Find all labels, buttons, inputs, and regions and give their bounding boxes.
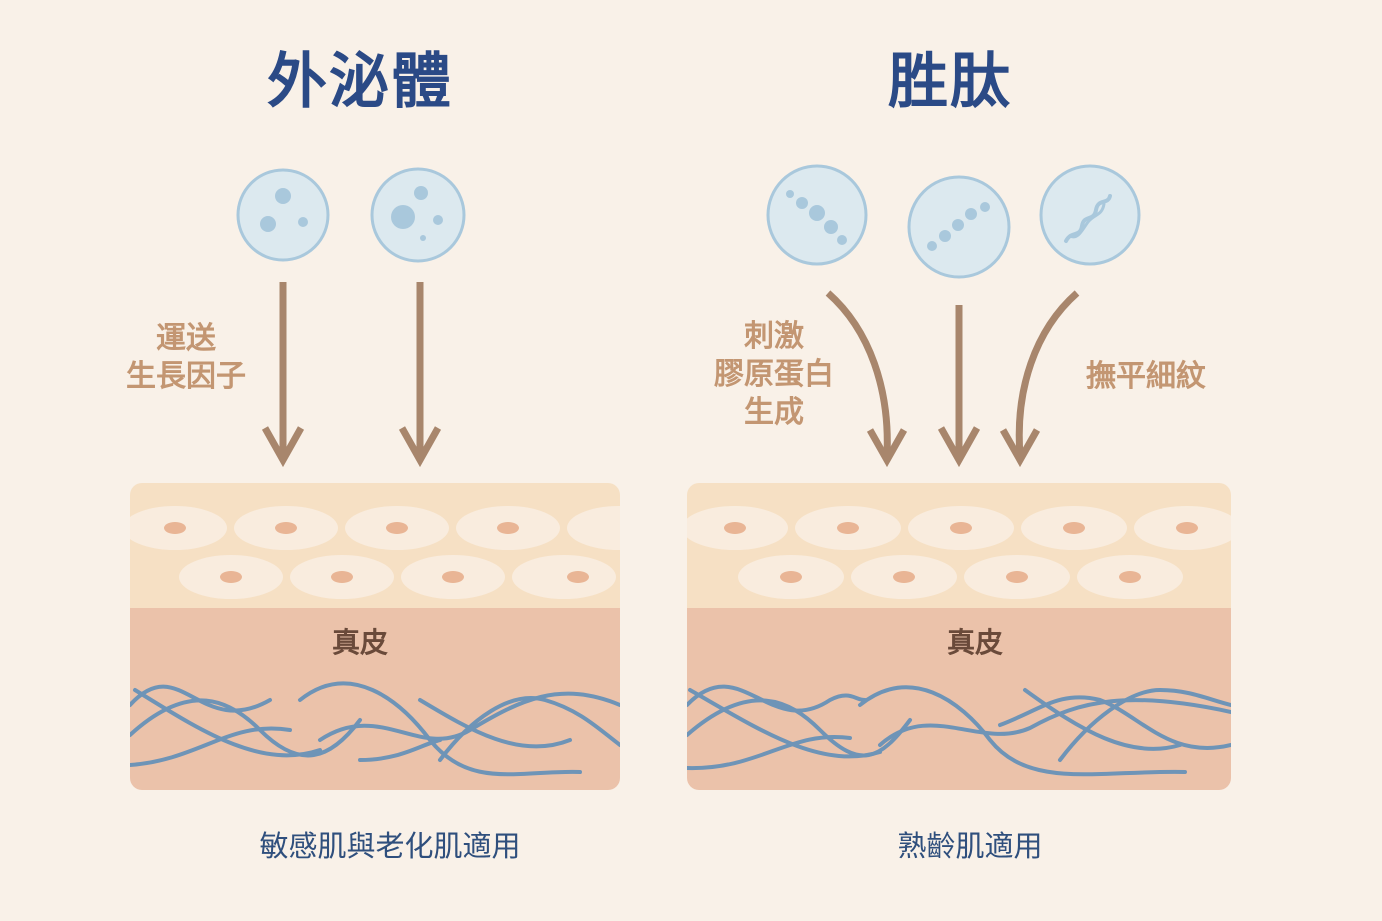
collagen-fiber-icon [687, 684, 1231, 777]
label-stimulate-collagen: 刺激 膠原蛋白 生成 [706, 318, 842, 432]
dermis-label: 真皮 [946, 626, 1003, 659]
caption-peptide: 熟齡肌適用 [897, 829, 1043, 863]
exosome-sphere-icon [236, 168, 330, 262]
down-arrow-icon [261, 282, 305, 468]
collagen-fiber-icon [130, 681, 620, 777]
label-line: 運送 [156, 321, 216, 356]
panel-title-exosome: 外泌體 [267, 47, 453, 117]
skin-cross-section-icon [130, 483, 620, 790]
down-arrow-icon [937, 305, 981, 468]
down-arrow-icon [999, 290, 1080, 468]
peptide-chain-sphere-icon [907, 175, 1011, 279]
peptide-chain-sphere-icon [766, 164, 868, 266]
down-arrow-icon [398, 282, 442, 468]
exosome-sphere-icon [370, 167, 466, 263]
skin-cross-section-icon [687, 483, 1231, 790]
down-arrow-icon [825, 290, 908, 468]
label-deliver-growth-factors: 運送 生長因子 [120, 320, 252, 396]
panel-title-peptide: 胜肽 [888, 47, 1012, 117]
label-line: 生成 [744, 395, 804, 430]
label-smooth-fine-lines: 撫平細紋 [1086, 359, 1206, 394]
label-line: 膠原蛋白 [714, 357, 834, 392]
label-line: 生長因子 [126, 359, 246, 394]
label-line: 刺激 [744, 319, 804, 354]
peptide-helix-sphere-icon [1039, 164, 1141, 266]
caption-exosome: 敏感肌與老化肌適用 [259, 829, 521, 863]
dermis-label: 真皮 [331, 626, 388, 659]
